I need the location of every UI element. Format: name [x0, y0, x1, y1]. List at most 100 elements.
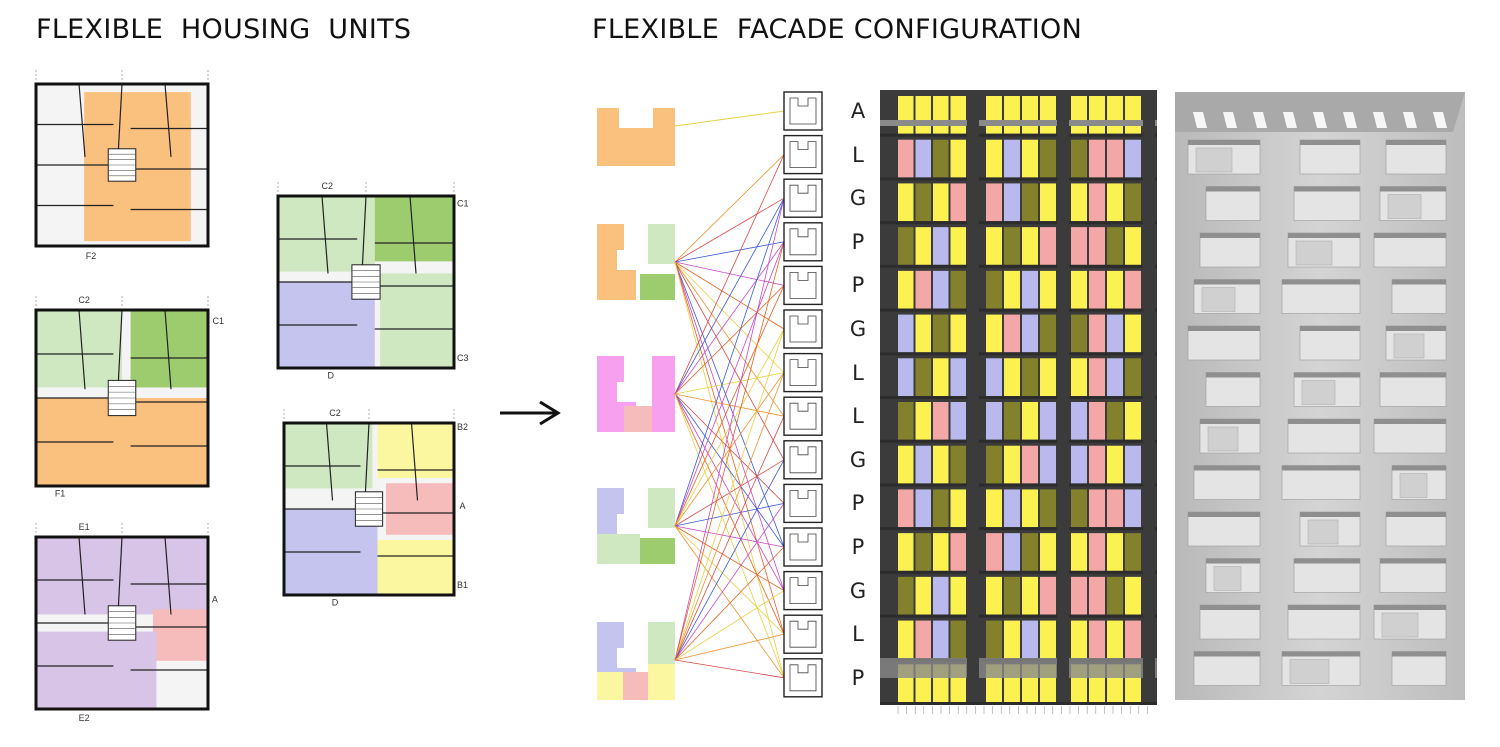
- model-window-detail: [1399, 473, 1428, 498]
- combo-shape-dark-green: [640, 274, 675, 300]
- floor-type-label: G: [849, 186, 867, 211]
- facade-panel: [1125, 227, 1141, 265]
- plan-label-b2: B2: [457, 422, 468, 432]
- floor-type-label: G: [849, 447, 867, 472]
- model-window-shadow: [1392, 651, 1446, 657]
- model-window-shadow: [1386, 512, 1446, 517]
- connection-line: [674, 546, 785, 661]
- floor-type-icon: [783, 527, 823, 567]
- plan-label-f1: F1: [55, 489, 66, 499]
- facade-panel: [1022, 270, 1038, 309]
- model-window-recess: [1373, 232, 1447, 268]
- model-window-shadow: [1392, 465, 1446, 471]
- facade-panel: [950, 489, 966, 528]
- floor-type-label: L: [852, 622, 864, 647]
- connection-line: [674, 525, 785, 548]
- combo-shape-left: [597, 224, 636, 300]
- model-window-shadow: [1386, 140, 1446, 145]
- model-window-shadow: [1200, 419, 1260, 424]
- facade-panel: [933, 96, 949, 134]
- plan-wall: [117, 536, 123, 615]
- facade-panel: [898, 402, 914, 440]
- facade-panel: [898, 533, 914, 571]
- model-window-recess: [1187, 511, 1261, 547]
- facade-panel: [1125, 358, 1141, 396]
- plan-outer-wall: [34, 535, 210, 711]
- plan-label-b1: B1: [457, 580, 468, 590]
- plan-unit-salmon: [386, 483, 454, 535]
- plan-wall: [78, 309, 86, 390]
- facade-panel: [1004, 314, 1020, 353]
- facade-panel: [915, 445, 931, 484]
- facade-panel: [1125, 620, 1141, 659]
- facade-column: [967, 90, 979, 702]
- facade-panel: [1089, 533, 1105, 571]
- facade-panel: [1022, 139, 1038, 178]
- model-window-recess: [1193, 465, 1261, 500]
- unit-combination-2: [597, 224, 675, 300]
- facade-panel: [1089, 96, 1105, 134]
- facade-panel: [986, 96, 1002, 134]
- connection-line: [674, 416, 785, 661]
- facade-panel: [1107, 576, 1123, 615]
- model-window-recess: [1299, 139, 1361, 175]
- facade-panel: [1125, 183, 1141, 222]
- floor-type-icon: [783, 570, 823, 611]
- floor-type-label: P: [851, 535, 865, 559]
- connection-line: [674, 154, 785, 395]
- combo-shape-light-green: [648, 224, 675, 264]
- facade-panel: [1022, 620, 1038, 659]
- plan-label-e2: E2: [79, 713, 90, 723]
- facade-panel: [1004, 139, 1020, 178]
- model-window-recess: [1299, 325, 1361, 361]
- facade-panel: [1022, 402, 1038, 440]
- facade-panel: [1040, 533, 1056, 571]
- facade-panel: [1107, 489, 1123, 528]
- plan-label-c2: C2: [78, 295, 90, 305]
- model-window-recess: [1391, 651, 1447, 686]
- facade-slab: [880, 177, 1157, 181]
- model-window-detail: [1381, 612, 1419, 638]
- model-window-recess: [1205, 372, 1261, 407]
- unit-combination-5: [597, 622, 675, 700]
- plan-wall: [364, 422, 370, 501]
- facade-panel: [898, 358, 914, 396]
- facade-panel: [898, 270, 914, 309]
- plan-wall: [410, 422, 419, 501]
- facade-panel: [1071, 270, 1087, 309]
- connection-line: [674, 459, 785, 527]
- model-window-recess: [1281, 465, 1361, 500]
- plan-label-c1: C1: [457, 198, 469, 208]
- connection-line: [674, 261, 785, 591]
- model-window-shadow: [1200, 605, 1260, 610]
- facade-panel: [986, 576, 1002, 615]
- connection-line: [674, 261, 785, 417]
- plan-label-c3: C3: [457, 353, 469, 363]
- facade-panel: [986, 227, 1002, 265]
- connection-line: [674, 393, 785, 591]
- facade-slab: [880, 352, 1157, 356]
- facade-panel: [933, 139, 949, 178]
- model-window-detail: [1213, 566, 1242, 591]
- facade-panel: [1004, 533, 1020, 571]
- right-arrow-icon: [500, 400, 561, 426]
- model-window-shadow: [1282, 651, 1360, 657]
- facade-panel: [1040, 314, 1056, 353]
- facade-panel: [1040, 358, 1056, 396]
- facade-panel: [1022, 533, 1038, 571]
- facade-slab: [880, 308, 1157, 312]
- combo-shape-salmon: [623, 672, 648, 700]
- facade-panel: [950, 620, 966, 659]
- model-window-detail: [1307, 519, 1339, 545]
- model-roof-opening: [1313, 112, 1327, 128]
- facade-column: [1057, 90, 1069, 702]
- floor-type-icon: [783, 265, 823, 306]
- facade-panel: [933, 533, 949, 571]
- facade-panel: [986, 489, 1002, 528]
- combo-shape-dark-green: [640, 538, 675, 564]
- facade-slab: [880, 133, 1157, 137]
- facade-slab: [880, 264, 1157, 268]
